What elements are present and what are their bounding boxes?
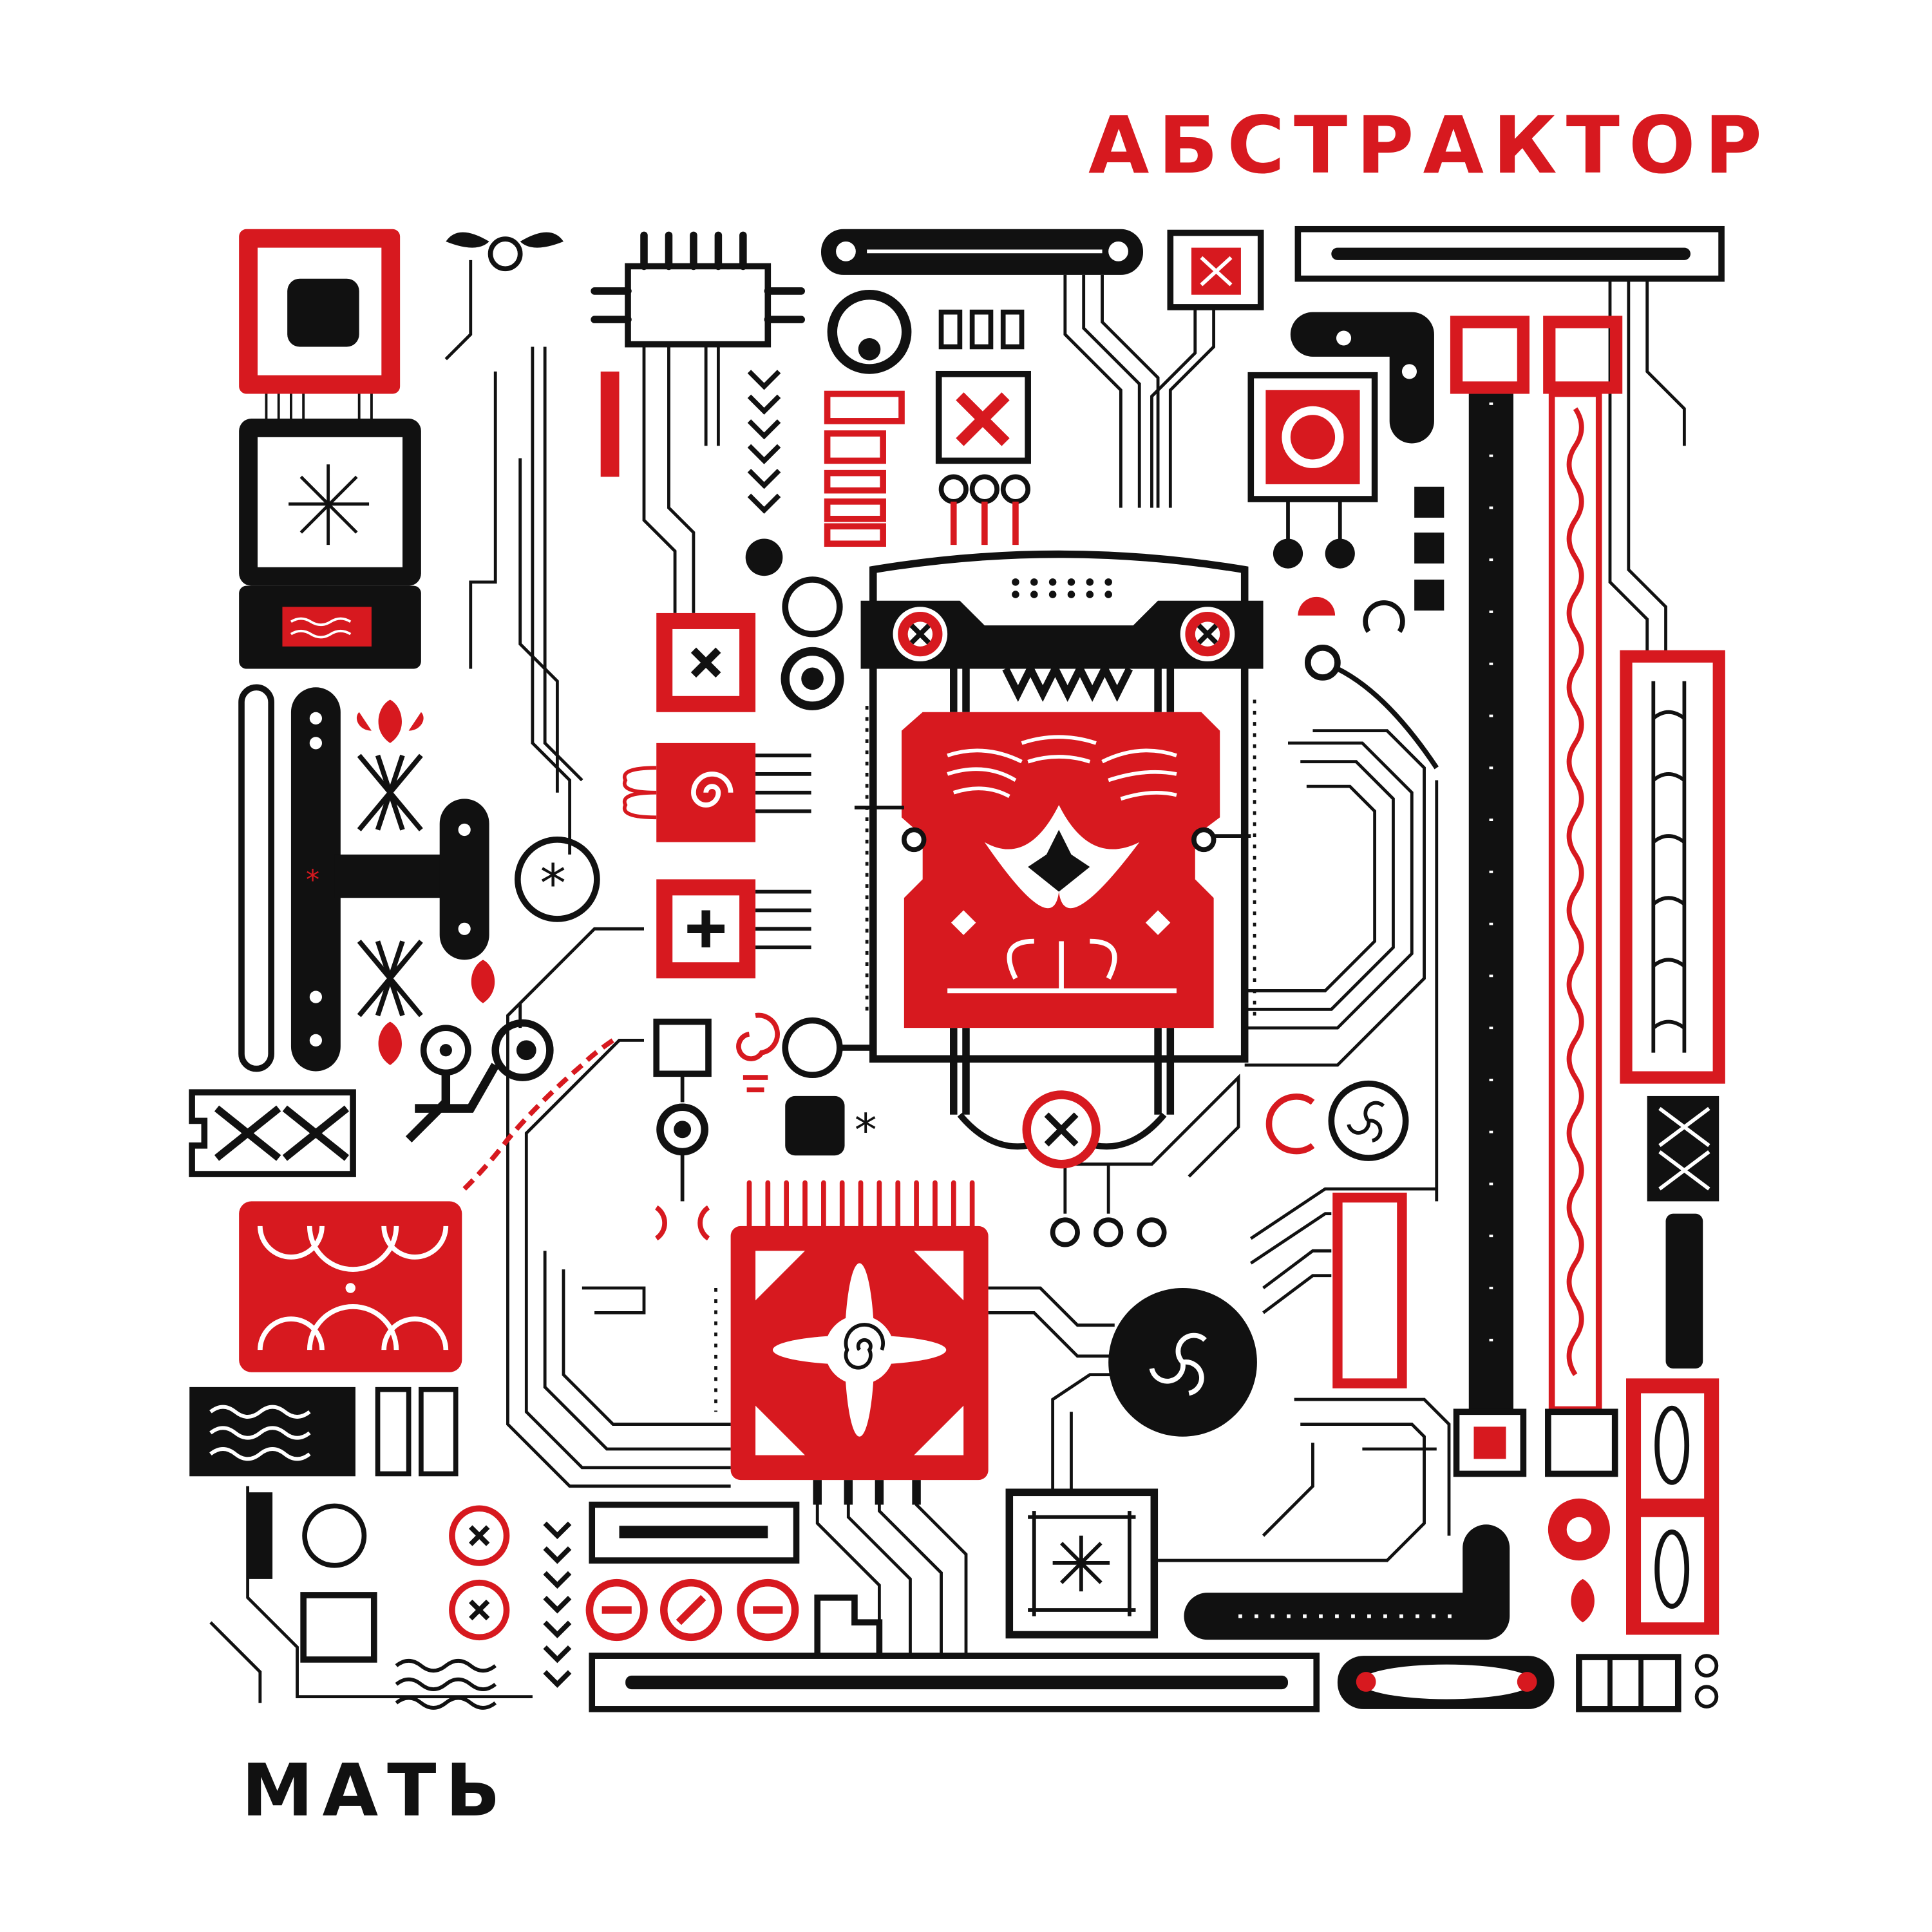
- red-eye-panel: [1626, 1378, 1719, 1635]
- cross-icon: [449, 1505, 510, 1641]
- t-shaped-connector: *: [238, 684, 489, 1072]
- wave-icon: [189, 1387, 355, 1477]
- long-bar-bottom: [589, 1653, 1320, 1712]
- svg-text:*: *: [306, 864, 319, 896]
- red-spiral-chip: [730, 1180, 989, 1505]
- plus-icon: [687, 910, 724, 948]
- asterisk-icon: *: [515, 837, 600, 922]
- cross-box-top: [1167, 229, 1264, 310]
- artist-title: АБСТРАКТОР: [1088, 100, 1772, 191]
- component-top-left: [239, 229, 421, 669]
- triskele-icon: [1108, 1080, 1409, 1437]
- lattice-ornaments: [357, 753, 423, 1018]
- long-bar-top: [1294, 225, 1725, 282]
- album-title: МАТЬ: [242, 1749, 509, 1833]
- lotus-icon: [1028, 829, 1090, 892]
- xox-plate: [189, 1089, 356, 1177]
- vertical-rails: [1450, 316, 1623, 1477]
- svg-text:*: *: [540, 854, 565, 914]
- red-icon-boxes: [622, 612, 811, 979]
- snowflake-star-icon: [289, 464, 370, 545]
- red-glyph-panel: [1620, 650, 1725, 1084]
- top-bar: [821, 229, 1143, 275]
- central-processor: [854, 550, 1264, 1169]
- minus-circles: [585, 1578, 799, 1642]
- red-cloud-panel: [239, 1201, 462, 1372]
- top-chip: [591, 231, 805, 348]
- star-box: [1005, 1488, 1159, 1639]
- eye-oval: [1337, 1656, 1555, 1709]
- spiral-icon: [691, 772, 734, 808]
- red-gear-box: [1247, 372, 1378, 502]
- svg-text:*: *: [855, 1105, 877, 1157]
